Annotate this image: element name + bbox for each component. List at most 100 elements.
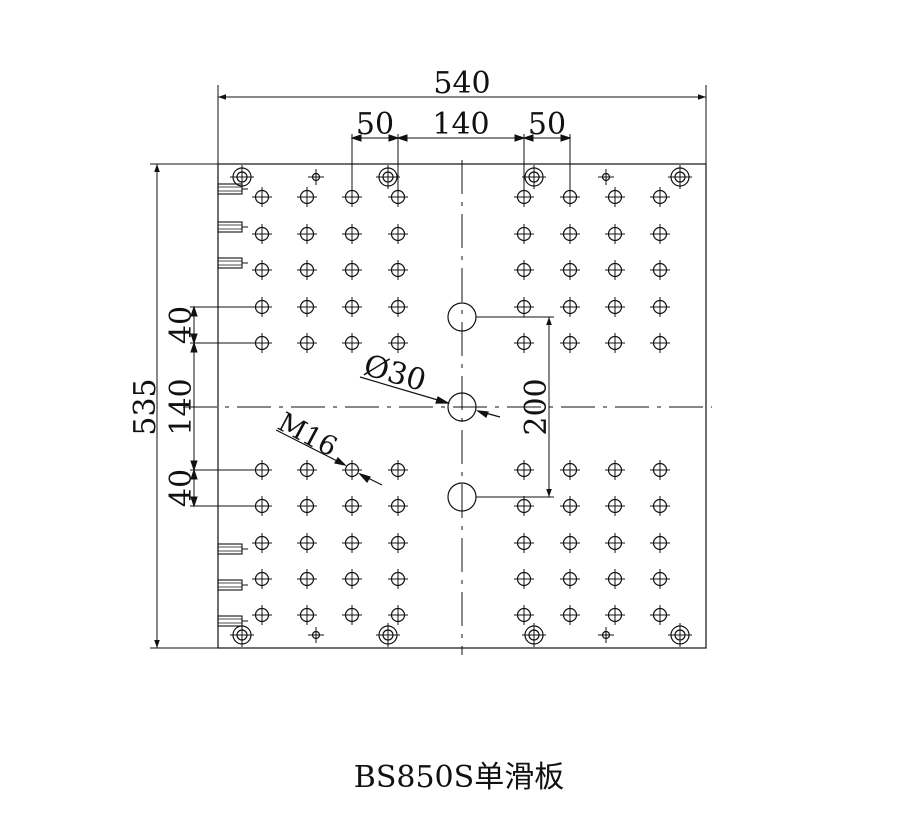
bolt-hole: [342, 496, 362, 516]
bolt-hole: [560, 333, 580, 353]
side-screw: [217, 221, 248, 233]
bolt-hole: [388, 605, 408, 625]
dim-top-chain: [350, 134, 572, 197]
bolt-hole: [514, 297, 534, 317]
dim-overall-height-label: 535: [128, 378, 163, 435]
bolt-hole: [342, 569, 362, 589]
bolt-hole: [605, 496, 625, 516]
bolt-hole: [297, 605, 317, 625]
bolt-hole: [650, 460, 670, 480]
dim-overall-width-label: 540: [433, 66, 490, 101]
dim-top-left-label: 50: [356, 107, 394, 142]
side-screw: [217, 257, 248, 269]
bolt-hole: [560, 496, 580, 516]
bolt-hole: [560, 569, 580, 589]
bolt-hole: [388, 224, 408, 244]
side-screw: [217, 183, 248, 195]
bolt-hole: [605, 187, 625, 207]
side-screw: [217, 615, 248, 627]
bolt-hole: [605, 297, 625, 317]
bolt-hole: [252, 533, 272, 553]
bolt-hole: [252, 187, 272, 207]
bolt-hole: [388, 569, 408, 589]
small-hole: [308, 627, 324, 643]
dim-top-center-label: 140: [432, 107, 489, 142]
bolt-hole: [388, 533, 408, 553]
bolt-hole: [297, 533, 317, 553]
bolt-hole: [650, 605, 670, 625]
bolt-hole: [514, 460, 534, 480]
bolt-hole: [388, 333, 408, 353]
dim-left-center-label: 140: [164, 378, 199, 435]
bolt-hole: [297, 297, 317, 317]
bolt-hole: [605, 260, 625, 280]
bolt-hole: [388, 297, 408, 317]
small-hole: [598, 627, 614, 643]
dim-left-chain: [190, 305, 262, 508]
bolt-hole: [252, 605, 272, 625]
bolt-hole: [605, 333, 625, 353]
dim-thread-label: M16: [273, 407, 342, 463]
bolt-hole: [342, 533, 362, 553]
bolt-hole: [388, 496, 408, 516]
dim-top-right-label: 50: [528, 107, 566, 142]
bolt-hole: [297, 187, 317, 207]
side-screw: [217, 579, 248, 591]
bolt-hole: [252, 260, 272, 280]
bolt-hole: [342, 224, 362, 244]
bolt-hole: [297, 569, 317, 589]
bolt-hole: [560, 297, 580, 317]
bolt-hole: [297, 224, 317, 244]
bolt-hole: [297, 496, 317, 516]
bolt-hole: [650, 297, 670, 317]
bolt-hole-grid: [252, 187, 670, 625]
bolt-hole: [297, 260, 317, 280]
bolt-hole: [342, 260, 362, 280]
drawing-caption: BS850S单滑板: [353, 760, 565, 795]
bolt-hole: [560, 224, 580, 244]
locating-hole: [668, 623, 692, 647]
bolt-hole: [650, 224, 670, 244]
bolt-hole: [388, 260, 408, 280]
dim-center-height: [476, 316, 554, 498]
dim-center-height-label: 200: [519, 378, 554, 435]
bolt-hole: [342, 297, 362, 317]
bolt-hole: [514, 260, 534, 280]
bolt-hole: [650, 569, 670, 589]
bolt-hole: [514, 333, 534, 353]
bolt-hole: [297, 333, 317, 353]
bolt-hole: [514, 533, 534, 553]
bolt-hole: [342, 460, 362, 480]
bolt-hole: [560, 260, 580, 280]
bolt-hole: [605, 224, 625, 244]
dim-center-hole-label: Ø30: [360, 348, 430, 399]
small-hole: [308, 169, 324, 185]
locating-hole: [522, 165, 546, 189]
leader-center-hole: [359, 376, 501, 418]
bolt-hole: [560, 460, 580, 480]
bolt-hole: [252, 569, 272, 589]
locating-hole: [522, 623, 546, 647]
locating-hole: [230, 623, 254, 647]
bolt-hole: [560, 533, 580, 553]
bolt-hole: [650, 496, 670, 516]
locating-hole: [376, 165, 400, 189]
bolt-hole: [650, 260, 670, 280]
locating-hole: [376, 623, 400, 647]
bolt-hole: [650, 187, 670, 207]
bolt-hole: [514, 569, 534, 589]
bolt-hole: [605, 533, 625, 553]
bolt-hole: [560, 605, 580, 625]
plate-features: [217, 165, 692, 647]
bolt-hole: [605, 569, 625, 589]
center-hole-middle: [447, 392, 477, 422]
dim-overall-width: [217, 85, 707, 164]
bolt-hole: [342, 333, 362, 353]
dim-left-upper-label: 40: [164, 306, 199, 344]
bolt-hole: [650, 533, 670, 553]
small-hole: [598, 169, 614, 185]
locating-hole: [668, 165, 692, 189]
bolt-hole: [342, 605, 362, 625]
dim-left-lower-label: 40: [164, 469, 199, 507]
